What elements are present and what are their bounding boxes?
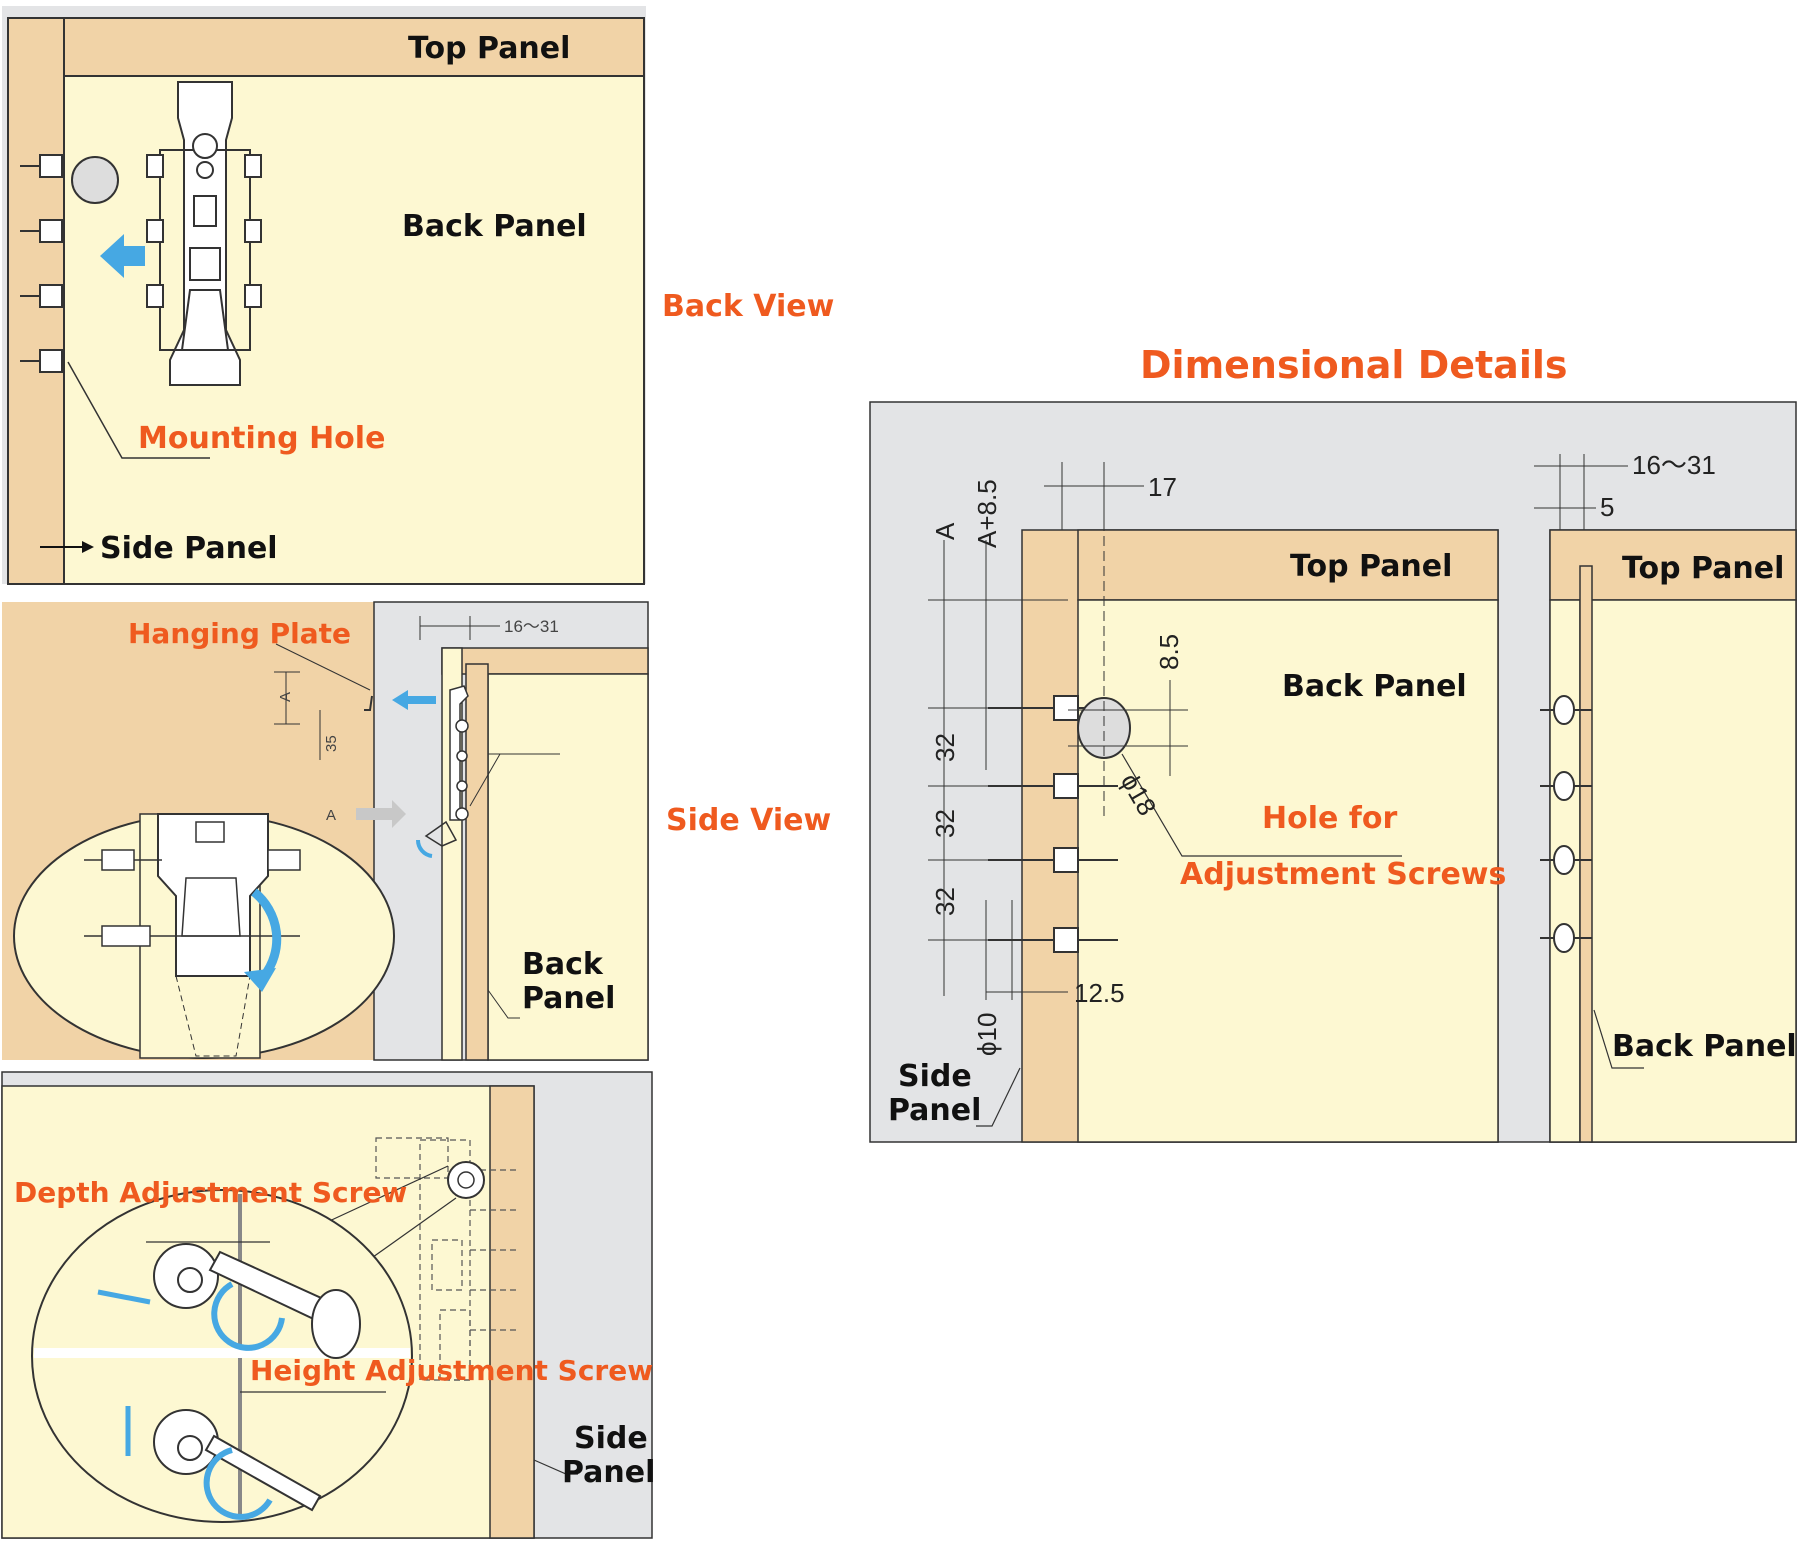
side-view-title: Side View xyxy=(666,803,831,838)
side-view-rotate-arrow-icon xyxy=(415,839,433,858)
dim-right-back-panel xyxy=(1589,599,1797,1143)
adjust-view-hanger-outline xyxy=(375,1137,520,1381)
adjust-view-side-panel xyxy=(489,1085,535,1539)
dim-32-a: 32 xyxy=(930,733,960,762)
dim-5: 5 xyxy=(1600,492,1614,522)
dim-side-panel-line2: Panel xyxy=(888,1093,981,1128)
adjustment-screws-label: Adjustment Screws xyxy=(1180,857,1506,892)
height-adjustment-screw-label: Height Adjustment Screw xyxy=(250,1354,653,1387)
dim-back-panel-left: Back Panel xyxy=(1282,669,1467,704)
top-panel-board xyxy=(63,17,645,77)
back-view-title: Back View xyxy=(662,289,834,324)
zoom-rotate-arrow-icon xyxy=(251,888,282,979)
back-panel-board xyxy=(63,75,645,585)
blue-left-arrow-icon xyxy=(100,234,145,278)
dim-right-back-board xyxy=(1579,565,1593,1143)
side-view-dim-A: A xyxy=(277,692,294,702)
depth-rotate-arrow-icon xyxy=(211,1281,285,1351)
adjust-view-side-panel-line1: Side xyxy=(574,1421,648,1456)
back-view-top-panel-label: Top Panel xyxy=(408,31,570,66)
back-view-side-panel-label: Side Panel xyxy=(100,531,278,566)
dim-hole-circle xyxy=(1077,697,1131,759)
adjust-view-zoom-ellipse xyxy=(31,1189,413,1523)
mounting-hole-leader xyxy=(67,361,210,459)
dim-right-screws xyxy=(1540,695,1592,953)
mounting-hole-circle xyxy=(71,156,119,204)
depth-move-arrow-icon xyxy=(97,1289,151,1305)
side-view-diagram: 16～31 A 35 A xyxy=(0,600,660,1062)
dimensional-details-diagram: 17 16～31 5 A A+8.5 8.5 ϕ18 32 32 32 ϕ10 … xyxy=(869,401,1797,1143)
dim-left-vertical-lines xyxy=(928,540,1068,1000)
side-view-back-panel-line2: Panel xyxy=(522,981,615,1016)
dim-32-b: 32 xyxy=(930,809,960,838)
height-rotate-arrow-icon xyxy=(203,1447,273,1520)
dim-top-panel-left: Top Panel xyxy=(1290,549,1452,584)
depth-adjustment-screw-label: Depth Adjustment Screw xyxy=(14,1176,407,1209)
side-view-dim-35: 35 xyxy=(323,735,340,752)
adjust-view-side-panel-line2: Panel xyxy=(562,1455,655,1490)
hanging-plate-label: Hanging Plate xyxy=(128,617,351,650)
dimensional-details-panel: 17 16～31 5 A A+8.5 8.5 ϕ18 32 32 32 ϕ10 … xyxy=(868,400,1798,1146)
dim-left-back-panel xyxy=(1077,599,1499,1143)
mounting-hole-label: Mounting Hole xyxy=(138,421,385,456)
dim-17: 17 xyxy=(1148,472,1177,502)
side-panel-arrow-icon xyxy=(82,541,94,553)
back-view-back-panel-label: Back Panel xyxy=(402,209,587,244)
side-view-back-panel-line1: Back xyxy=(522,947,604,982)
side-view-label-A: A xyxy=(326,807,336,824)
side-view-blue-arrow-icon xyxy=(392,690,436,710)
back-view-panel: Top Panel Back Panel Mounting Hole Side … xyxy=(0,0,660,590)
dim-back-panel-right: Back Panel xyxy=(1612,1029,1797,1064)
dim-phi-10: ϕ10 xyxy=(972,1013,1002,1056)
dim-side-panel-line1: Side xyxy=(898,1059,972,1094)
side-view-panel: 16～31 A 35 A xyxy=(0,600,660,1062)
dim-8-5: 8.5 xyxy=(1154,634,1184,670)
dim-top-panel-right: Top Panel xyxy=(1622,551,1784,586)
dimensional-details-title: Dimensional Details xyxy=(1140,343,1567,387)
side-view-back-board xyxy=(465,663,489,1061)
dim-A-plus-8-5: A+8.5 xyxy=(972,479,1002,548)
back-view-diagram: Top Panel Back Panel Mounting Hole Side … xyxy=(0,0,660,590)
side-view-zoom-ellipse xyxy=(13,813,395,1059)
side-view-dim-16-31: 16～31 xyxy=(504,617,559,636)
side-view-gray-arrow-icon xyxy=(356,800,406,828)
adjustment-view-panel: Depth Adjustment Screw Height Adjustment… xyxy=(0,1070,660,1540)
hanger-bracket xyxy=(146,81,262,386)
side-view-back-panel-board xyxy=(487,673,649,1061)
dim-12-5: 12.5 xyxy=(1074,978,1125,1008)
dim-left-top-panel xyxy=(1077,529,1499,601)
side-view-hanger xyxy=(449,685,469,821)
hole-for-label: Hole for xyxy=(1262,801,1397,836)
mounting-screws xyxy=(20,154,64,373)
adjustment-view-diagram: Depth Adjustment Screw Height Adjustment… xyxy=(0,1070,660,1540)
dim-A: A xyxy=(930,522,960,540)
dim-16-31: 16～31 xyxy=(1632,450,1716,480)
dim-32-c: 32 xyxy=(930,887,960,916)
